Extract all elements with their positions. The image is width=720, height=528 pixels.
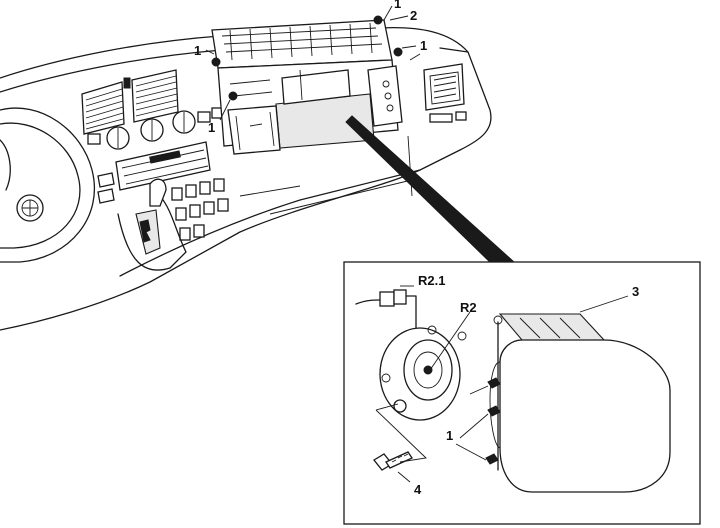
callout-labels: 1 2 1 1 1 R2.1 R2 3 1 4 (194, 0, 639, 497)
radio-unit (97, 141, 211, 204)
callout-4: 4 (414, 482, 422, 497)
callout-1-inset: 1 (446, 428, 453, 443)
callout-1-right: 1 (420, 38, 427, 53)
callout-1-top-right: 1 (394, 0, 401, 11)
callout-2: 2 (410, 8, 417, 23)
dashboard-illustration (0, 5, 515, 331)
callout-r21: R2.1 (418, 273, 445, 288)
bolt-4 (373, 403, 427, 483)
steering-wheel (0, 107, 96, 263)
callout-r2: R2 (460, 300, 477, 315)
inset-detail (343, 261, 701, 525)
airbag-module (455, 295, 671, 493)
callout-1-lower-left: 1 (208, 120, 215, 135)
switch-bank (171, 178, 229, 241)
callout-1-left: 1 (194, 43, 201, 58)
gear-selector (117, 178, 187, 271)
connector-plug-r21 (355, 285, 425, 371)
center-stack-opening (211, 15, 403, 155)
clockspring-r2 (379, 311, 471, 421)
callout-3: 3 (632, 284, 639, 299)
air-vent-left (81, 69, 179, 135)
climate-knobs (87, 107, 225, 150)
